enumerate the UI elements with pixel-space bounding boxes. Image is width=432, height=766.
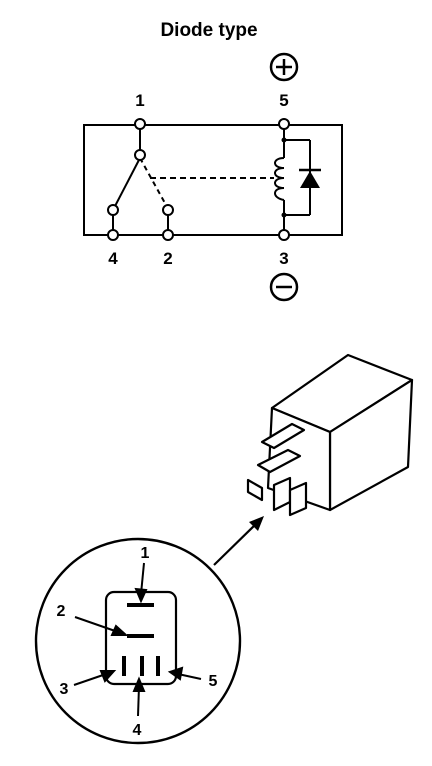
junction-dots	[281, 137, 287, 218]
terminal-4	[107, 229, 119, 241]
linkage-dashed	[139, 157, 167, 206]
pin-3	[122, 656, 126, 676]
callout-label-1: 1	[141, 545, 150, 562]
relay-schematic	[83, 124, 343, 236]
callout-arrow-2	[74, 616, 119, 633]
coil-winding	[274, 157, 285, 201]
terminal-5	[278, 118, 290, 130]
terminal-3	[278, 229, 290, 241]
diagram-title: Diode type	[160, 20, 257, 41]
relay-blade-right-1	[272, 476, 292, 512]
diode-symbol	[299, 168, 321, 188]
callout-label-3: 3	[60, 681, 69, 698]
relay-blade-mid	[256, 448, 302, 474]
connector-detail: 1 2 3 4 5	[34, 537, 242, 745]
terminal-label-3: 3	[279, 249, 288, 268]
switch-arm	[112, 157, 141, 211]
relay-housing-outline	[83, 124, 343, 236]
pin-5	[156, 656, 160, 676]
relay-blade-top	[260, 422, 306, 450]
callout-label-4: 4	[133, 722, 142, 739]
terminal-label-2: 2	[163, 249, 172, 268]
zoom-arrow	[213, 516, 264, 566]
pin-4	[140, 656, 144, 676]
terminal-label-4: 4	[108, 249, 118, 268]
terminal-label-5: 5	[279, 91, 288, 110]
contact-2	[162, 204, 174, 216]
callout-label-2: 2	[57, 603, 66, 620]
pin-2	[127, 634, 154, 638]
callout-arrow-3	[73, 673, 107, 686]
relay-blade-left	[246, 478, 264, 502]
relay-body-illustration	[246, 353, 414, 517]
contact-4	[107, 204, 119, 216]
terminal-label-1: 1	[135, 91, 144, 110]
relay-blade-right-2	[288, 481, 308, 517]
plus-icon	[269, 52, 299, 82]
terminal-1	[134, 118, 146, 130]
switch-pivot	[134, 149, 146, 161]
callout-label-5: 5	[209, 673, 218, 690]
terminal-2	[162, 229, 174, 241]
callout-arrow-5	[177, 673, 202, 680]
pin-1	[127, 603, 154, 607]
minus-icon	[269, 272, 299, 302]
terminals	[107, 118, 290, 241]
